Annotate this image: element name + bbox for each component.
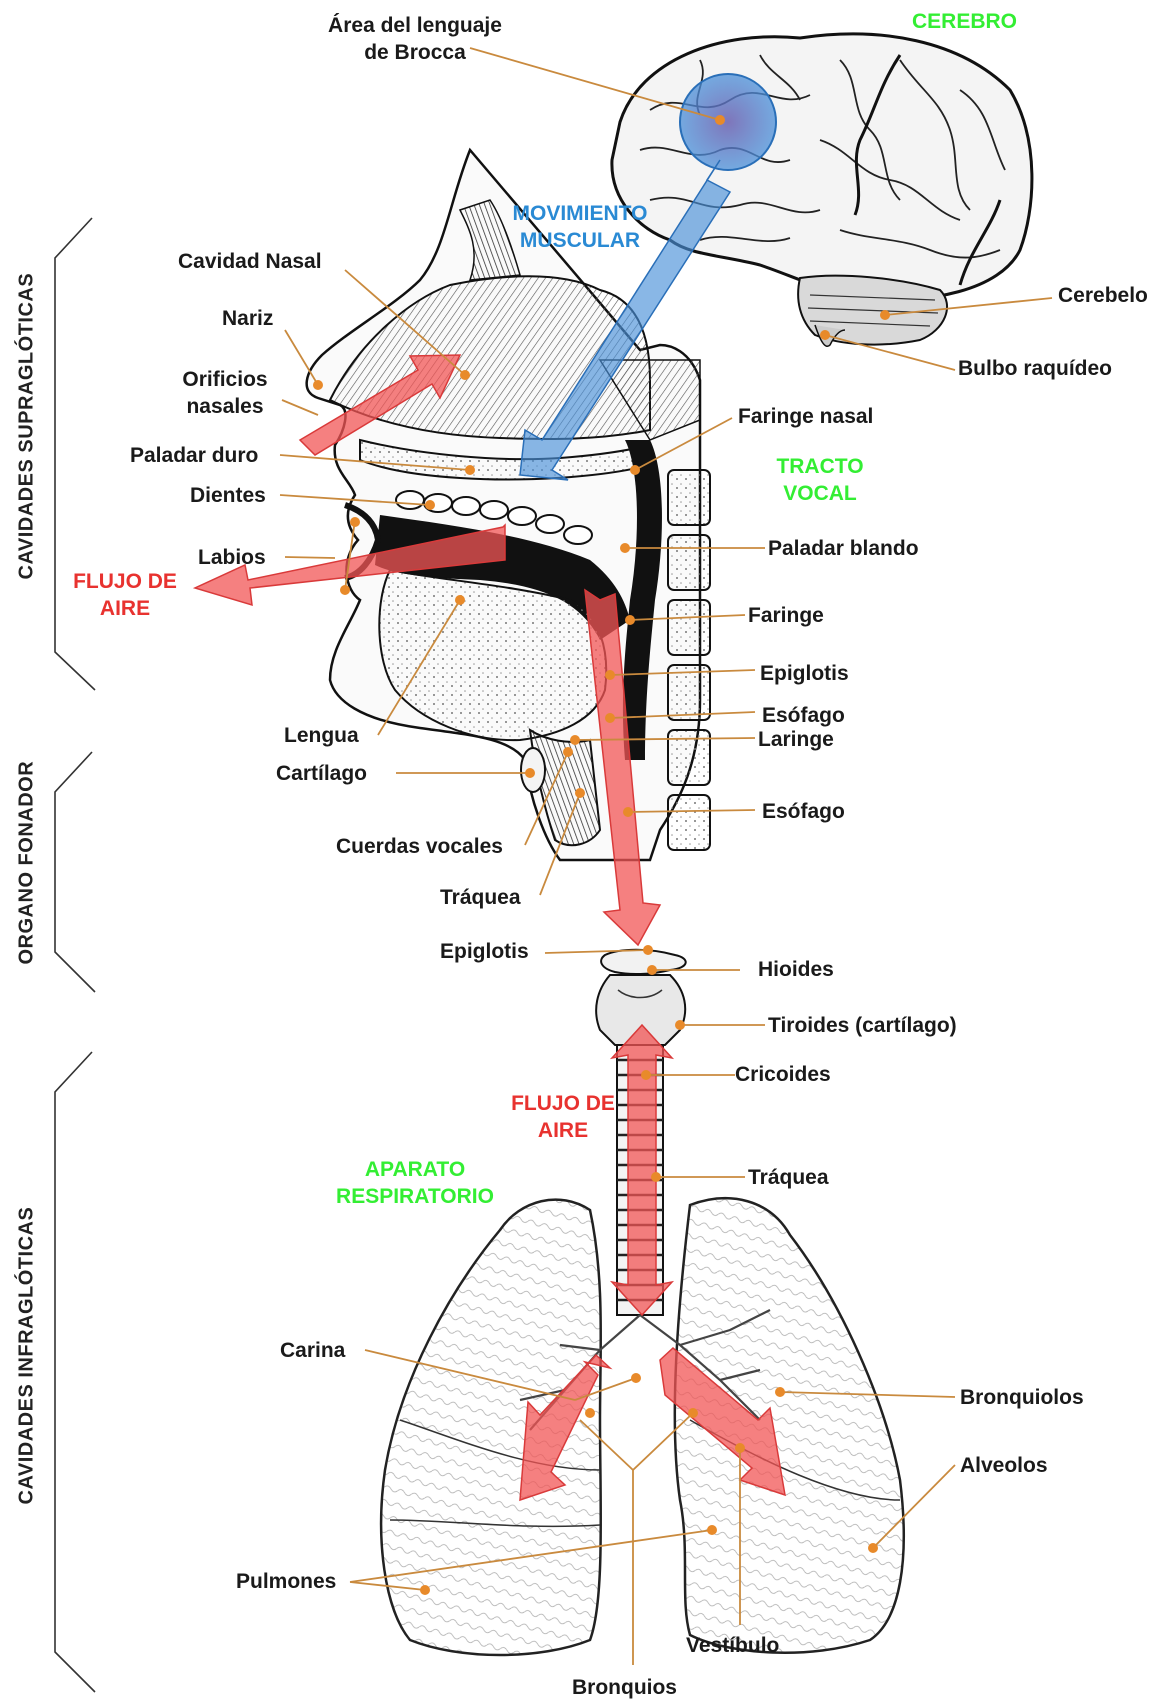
label-labios: Labios	[198, 544, 266, 571]
label-pulmones: Pulmones	[236, 1568, 336, 1595]
label-faringe: Faringe	[748, 602, 824, 629]
label-bulbo-raquideo: Bulbo raquídeo	[958, 355, 1112, 382]
label-aparato-respiratorio: APARATO RESPIRATORIO	[320, 1156, 510, 1210]
label-cerebro: CEREBRO	[912, 8, 1017, 35]
label-esofago-1: Esófago	[762, 702, 845, 729]
brain-illustration	[612, 34, 1032, 346]
head-illustration	[307, 150, 710, 860]
section-label-phonatory-organ: ORGANO FONADOR	[16, 775, 39, 965]
leader-orificios	[282, 400, 318, 415]
label-esofago-2: Esófago	[762, 798, 845, 825]
bracket-infra	[55, 1052, 95, 1692]
label-hioides: Hioides	[758, 956, 834, 983]
label-flujo-aire-1: FLUJO DE AIRE	[60, 568, 190, 622]
section-label-supraglottic: CAVIDADES SUPRAGLÓTICAS	[16, 310, 39, 580]
label-dientes: Dientes	[190, 482, 266, 509]
label-cavidad-nasal: Cavidad Nasal	[178, 248, 322, 275]
label-epiglotis-2: Epiglotis	[440, 938, 529, 965]
label-faringe-nasal: Faringe nasal	[738, 403, 873, 430]
label-paladar-duro: Paladar duro	[130, 442, 258, 469]
section-brackets	[55, 218, 95, 1692]
leader-nariz	[285, 330, 318, 385]
label-tiroides: Tiroides (cartílago)	[768, 1012, 957, 1039]
label-cartilago: Cartílago	[276, 760, 367, 787]
label-cerebelo: Cerebelo	[1058, 282, 1148, 309]
label-cricoides: Cricoides	[735, 1061, 831, 1088]
label-bronquiolos: Bronquiolos	[960, 1384, 1084, 1411]
section-label-infraglottic: CAVIDADES INFRAGLÓTICAS	[16, 1235, 39, 1505]
label-vestibulo: Vestíbulo	[686, 1632, 779, 1659]
label-alveolos: Alveolos	[960, 1452, 1048, 1479]
label-flujo-aire-2: FLUJO DE AIRE	[498, 1090, 628, 1144]
label-broca-area: Área del lenguaje de Brocca	[305, 12, 525, 66]
label-cuerdas-vocales: Cuerdas vocales	[336, 833, 503, 860]
broca-area	[680, 74, 776, 170]
label-paladar-blando: Paladar blando	[768, 535, 919, 562]
label-muscle-movement: MOVIMIENTO MUSCULAR	[500, 200, 660, 254]
label-carina: Carina	[280, 1337, 345, 1364]
label-tracto-vocal: TRACTO VOCAL	[760, 453, 880, 507]
label-laringe: Laringe	[758, 726, 834, 753]
label-epiglotis-1: Epiglotis	[760, 660, 849, 687]
label-traquea-2: Tráquea	[748, 1164, 829, 1191]
bracket-organo	[55, 752, 95, 992]
label-traquea-1: Tráquea	[440, 884, 521, 911]
label-nariz: Nariz	[222, 305, 273, 332]
label-bronquios: Bronquios	[572, 1674, 677, 1701]
label-orificios-nasales: Orificios nasales	[170, 366, 280, 420]
label-lengua: Lengua	[284, 722, 359, 749]
